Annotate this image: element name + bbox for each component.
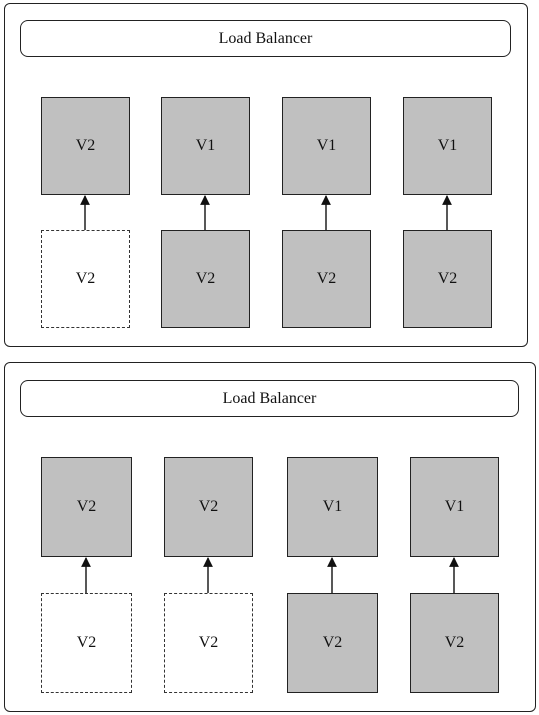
server-new-1-3: V2 — [282, 230, 371, 328]
server-new-2-4: V2 — [410, 593, 499, 693]
server-label: V1 — [322, 498, 343, 515]
load-balancer-label: Load Balancer — [218, 29, 313, 47]
server-label: V2 — [198, 498, 219, 515]
server-new-2-1: V2 — [41, 593, 132, 693]
server-new-2-3: V2 — [287, 593, 378, 693]
server-new-1-1: V2 — [41, 230, 130, 328]
server-top-2-1: V2 — [41, 457, 132, 557]
server-label: V2 — [437, 270, 458, 287]
server-top-1-4: V1 — [403, 97, 492, 195]
load-balancer-label: Load Balancer — [222, 389, 317, 407]
server-label: V2 — [195, 270, 216, 287]
server-top-1-1: V2 — [41, 97, 130, 195]
server-top-1-3: V1 — [282, 97, 371, 195]
server-label: V2 — [75, 137, 96, 154]
server-top-2-4: V1 — [410, 457, 499, 557]
server-new-1-4: V2 — [403, 230, 492, 328]
server-top-2-2: V2 — [164, 457, 253, 557]
load-balancer-1: Load Balancer — [20, 20, 511, 57]
server-label: V2 — [76, 634, 97, 651]
server-label: V1 — [437, 137, 458, 154]
server-label: V2 — [322, 634, 343, 651]
server-label: V2 — [444, 634, 465, 651]
server-label: V2 — [316, 270, 337, 287]
server-new-2-2: V2 — [164, 593, 253, 693]
server-new-1-2: V2 — [161, 230, 250, 328]
server-top-1-2: V1 — [161, 97, 250, 195]
server-top-2-3: V1 — [287, 457, 378, 557]
server-label: V1 — [444, 498, 465, 515]
server-label: V1 — [316, 137, 337, 154]
server-label: V2 — [75, 270, 96, 287]
server-label: V2 — [76, 498, 97, 515]
server-label: V1 — [195, 137, 216, 154]
server-label: V2 — [198, 634, 219, 651]
load-balancer-2: Load Balancer — [20, 380, 519, 417]
